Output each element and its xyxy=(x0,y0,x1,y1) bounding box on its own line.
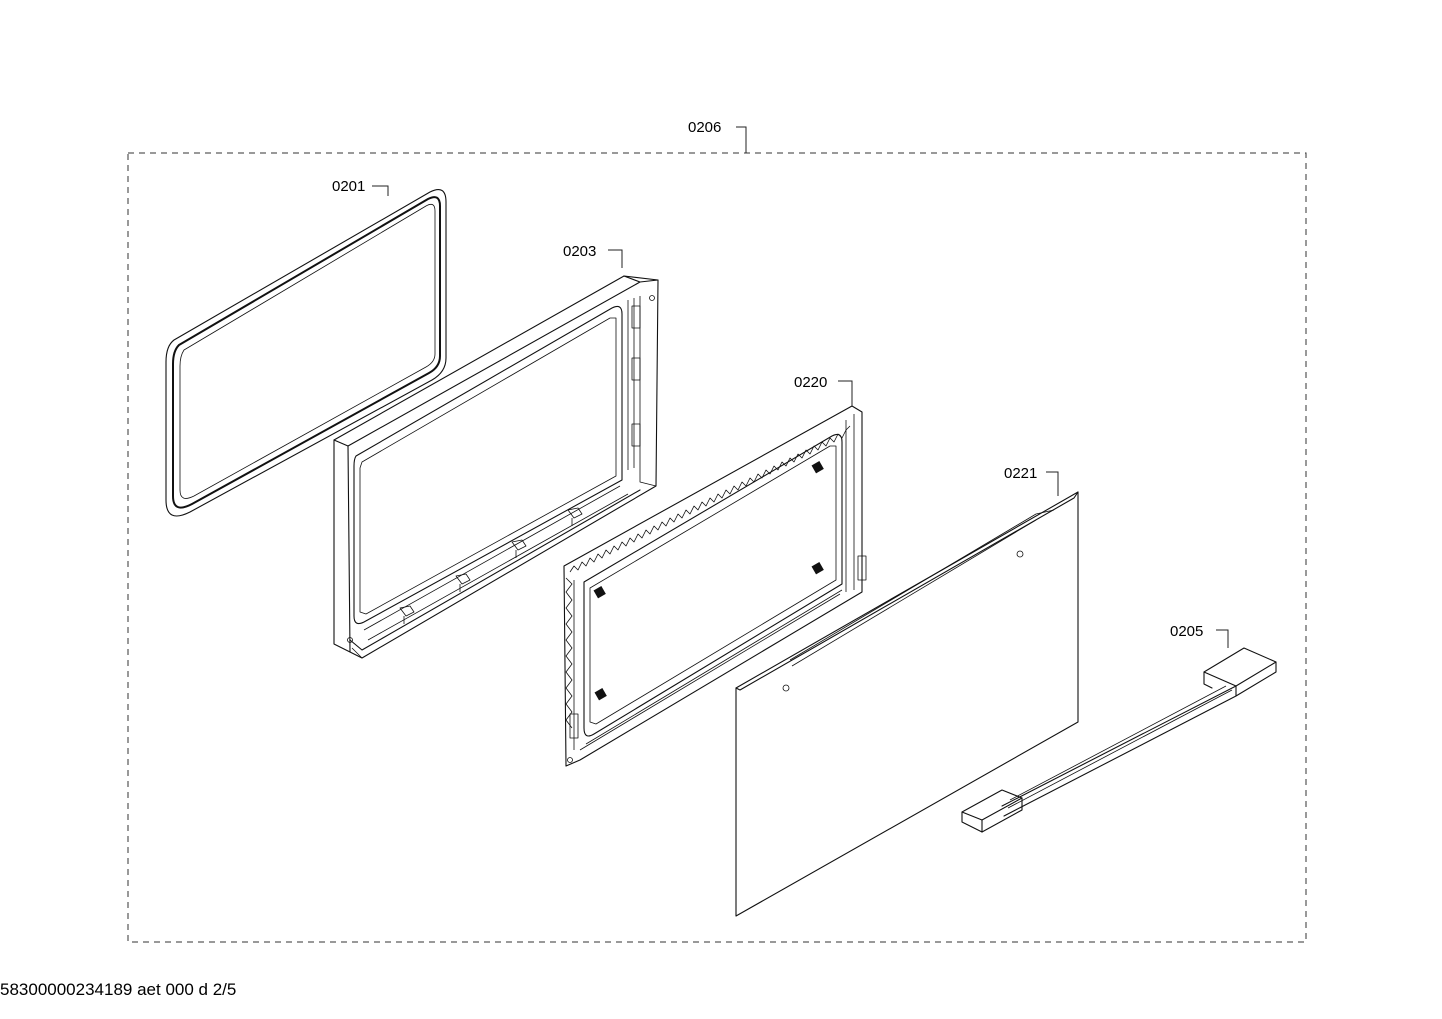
callout-0201[interactable]: 0201 xyxy=(332,178,365,195)
part-0201-door-gasket[interactable]: 0201 xyxy=(165,178,447,517)
callout-0203[interactable]: 0203 xyxy=(563,243,596,260)
callout-0221[interactable]: 0221 xyxy=(1004,465,1037,482)
assembly-boundary-0206: 0206 xyxy=(127,119,1307,943)
callout-0220[interactable]: 0220 xyxy=(794,374,827,391)
part-0221-outer-glass[interactable]: 0221 xyxy=(735,465,1079,917)
part-0205-door-handle[interactable]: 0205 xyxy=(961,623,1277,833)
callout-0206[interactable]: 0206 xyxy=(688,119,721,136)
part-0203-inner-frame[interactable]: 0203 xyxy=(333,243,659,659)
drawing-reference-footer: 58300000234189 aet 000 d 2/5 xyxy=(0,980,237,999)
part-0220-glass-frame[interactable]: 0220 xyxy=(563,374,867,767)
callout-0205[interactable]: 0205 xyxy=(1170,623,1203,640)
